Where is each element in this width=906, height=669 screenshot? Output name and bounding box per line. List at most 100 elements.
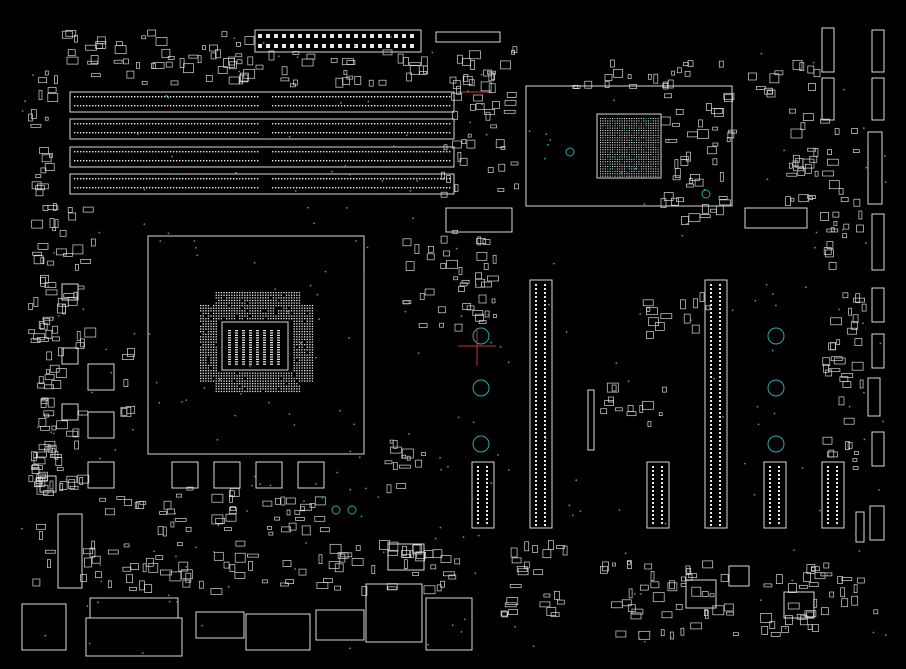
io-port-3[interactable] [89,597,179,619]
pcie-pin [710,292,712,294]
cpu-land [246,385,249,387]
header-pin [274,44,278,48]
pcie-slot-x16-1[interactable] [529,279,553,529]
io-chip[interactable] [445,207,513,233]
cpu-land [223,375,225,377]
cpu-land [283,297,285,299]
pcie-slot-x16-2[interactable] [704,279,728,529]
vrm-choke-4[interactable] [171,461,199,489]
cpu-land [249,339,252,341]
right-header-9[interactable] [867,377,881,417]
pcie-slot-x1-4[interactable] [821,461,845,529]
cpu-land [241,380,243,382]
dimm-pin [335,105,337,107]
vrm-choke-10[interactable] [61,403,79,421]
right-header-11[interactable] [869,505,885,541]
io-port-5[interactable] [245,613,311,651]
bga-ball [602,166,604,168]
vrm-choke-6[interactable] [255,461,283,489]
cpu-land [291,383,293,385]
top-header-strip[interactable] [254,29,422,53]
vrm-choke-5[interactable] [213,461,241,489]
smd-part [36,477,43,484]
cpu-land [244,302,246,304]
right-header-12[interactable] [855,511,865,543]
right-header-8[interactable] [871,333,885,369]
bga-ball [600,161,602,163]
pcie-slot-x1-2[interactable] [646,461,670,529]
smd-part [473,94,483,102]
cpu-land [288,305,290,307]
dimm-pin [365,96,367,98]
smd-part [80,259,92,264]
right-header-7[interactable] [871,287,885,323]
bga-ball [657,127,659,129]
bga-ball [609,120,611,122]
cpu-land [277,361,280,363]
cpu-land [298,328,301,330]
dimm-slot-1[interactable] [69,91,455,113]
bga-ball [600,130,602,132]
vrm-choke-7[interactable] [297,461,325,489]
right-header-4[interactable] [871,77,885,121]
top-header-small[interactable] [435,31,501,43]
lan-chip[interactable] [744,207,808,229]
smd-part [485,111,491,121]
smd-part [514,183,519,190]
dimm-pin [125,105,127,107]
right-header-10[interactable] [871,431,885,467]
left-header[interactable] [57,513,83,589]
dimm-pin [293,123,295,125]
vrm-choke-3[interactable] [87,461,115,489]
right-header-1[interactable] [821,27,835,73]
dimm-slot-4[interactable] [69,173,455,195]
dimm-slot-3[interactable] [69,146,455,168]
pcie-pin [710,344,712,346]
cpu-land [228,388,230,390]
dimm-pin [314,123,316,125]
right-header-2[interactable] [871,29,885,73]
super-io[interactable] [685,579,717,609]
dimm-pin [374,96,376,98]
io-port-2[interactable] [85,617,183,657]
smd-part [665,138,678,143]
io-port-4[interactable] [195,611,245,639]
cpu-socket[interactable] [147,235,365,455]
io-port-6[interactable] [315,609,365,641]
chipset[interactable] [525,85,733,207]
pcie-slot-x1-3[interactable] [763,461,787,529]
bios-socket[interactable] [728,565,750,587]
cpu-land [278,305,280,307]
vrm-choke-9[interactable] [61,347,79,365]
smd-part [691,324,700,334]
vrm-choke-2[interactable] [87,411,115,439]
bga-ball [633,149,635,151]
pcie-slot-x1-1[interactable] [471,461,495,529]
audio-block[interactable] [387,543,425,571]
cpu-land [200,320,202,322]
bga-ball [609,122,611,124]
dimm-pin [308,151,310,153]
dimm-slot-2[interactable] [69,118,455,140]
io-port-8[interactable] [425,597,473,651]
pcie-pin [836,502,838,504]
right-header-6[interactable] [871,213,885,271]
smd-part [830,227,835,233]
via [109,580,112,583]
m2-slot[interactable] [587,389,595,451]
io-port-1[interactable] [21,603,67,651]
vrm-choke-8[interactable] [61,283,79,301]
bga-ball [631,158,633,160]
vrm-choke-1[interactable] [87,363,115,391]
io-port-7[interactable] [365,583,423,643]
bga-ball [643,134,645,136]
cpu-land [262,305,264,307]
cpu-land [256,351,259,353]
right-header-5[interactable] [867,131,883,205]
cpu-land [309,364,311,367]
smd-part [414,244,420,254]
right-header-3[interactable] [821,77,835,121]
pcie-pin [486,506,488,508]
